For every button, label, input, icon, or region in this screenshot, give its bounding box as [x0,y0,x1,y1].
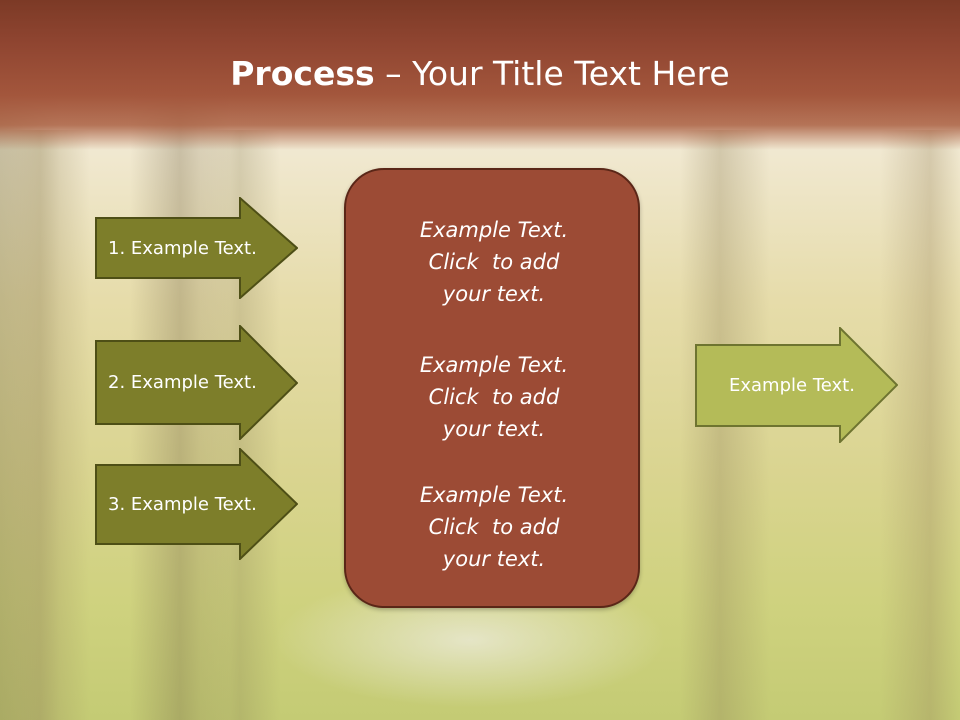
left-arrow-3[interactable]: 3. Example Text. [95,448,298,560]
center-text-box[interactable]: Example Text. Click to add your text. Ex… [344,168,640,608]
left-arrow-3-label: 3. Example Text. [108,493,257,515]
left-arrow-1-label: 1. Example Text. [108,237,257,259]
title-rest: – Your Title Text Here [374,54,730,93]
center-text-block-3: Example Text. Click to add your text. [346,479,642,575]
center-text-block-1: Example Text. Click to add your text. [346,214,642,310]
left-arrow-2-label: 2. Example Text. [108,372,257,393]
block-2-line-2: Click to add [428,385,560,409]
block-2-line-3: your text. [442,417,546,441]
title-bold: Process [230,54,375,93]
left-arrow-1[interactable]: 1. Example Text. [95,197,298,299]
block-2-line-1: Example Text. [419,353,569,377]
block-3-line-2: Click to add [428,515,560,539]
block-3-line-1: Example Text. [419,483,569,507]
slide-title[interactable]: Process – Your Title Text Here [0,50,960,98]
center-text-block-2: Example Text. Click to add your text. [346,349,642,445]
left-arrow-2[interactable]: 2. Example Text. [95,325,298,440]
block-1-line-3: your text. [442,282,546,306]
right-arrow-label: Example Text. [729,374,855,396]
block-1-line-1: Example Text. [419,218,569,242]
title-bar [0,0,960,150]
block-3-line-3: your text. [442,547,546,571]
right-arrow[interactable]: Example Text. [695,327,898,443]
block-1-line-2: Click to add [428,250,560,274]
